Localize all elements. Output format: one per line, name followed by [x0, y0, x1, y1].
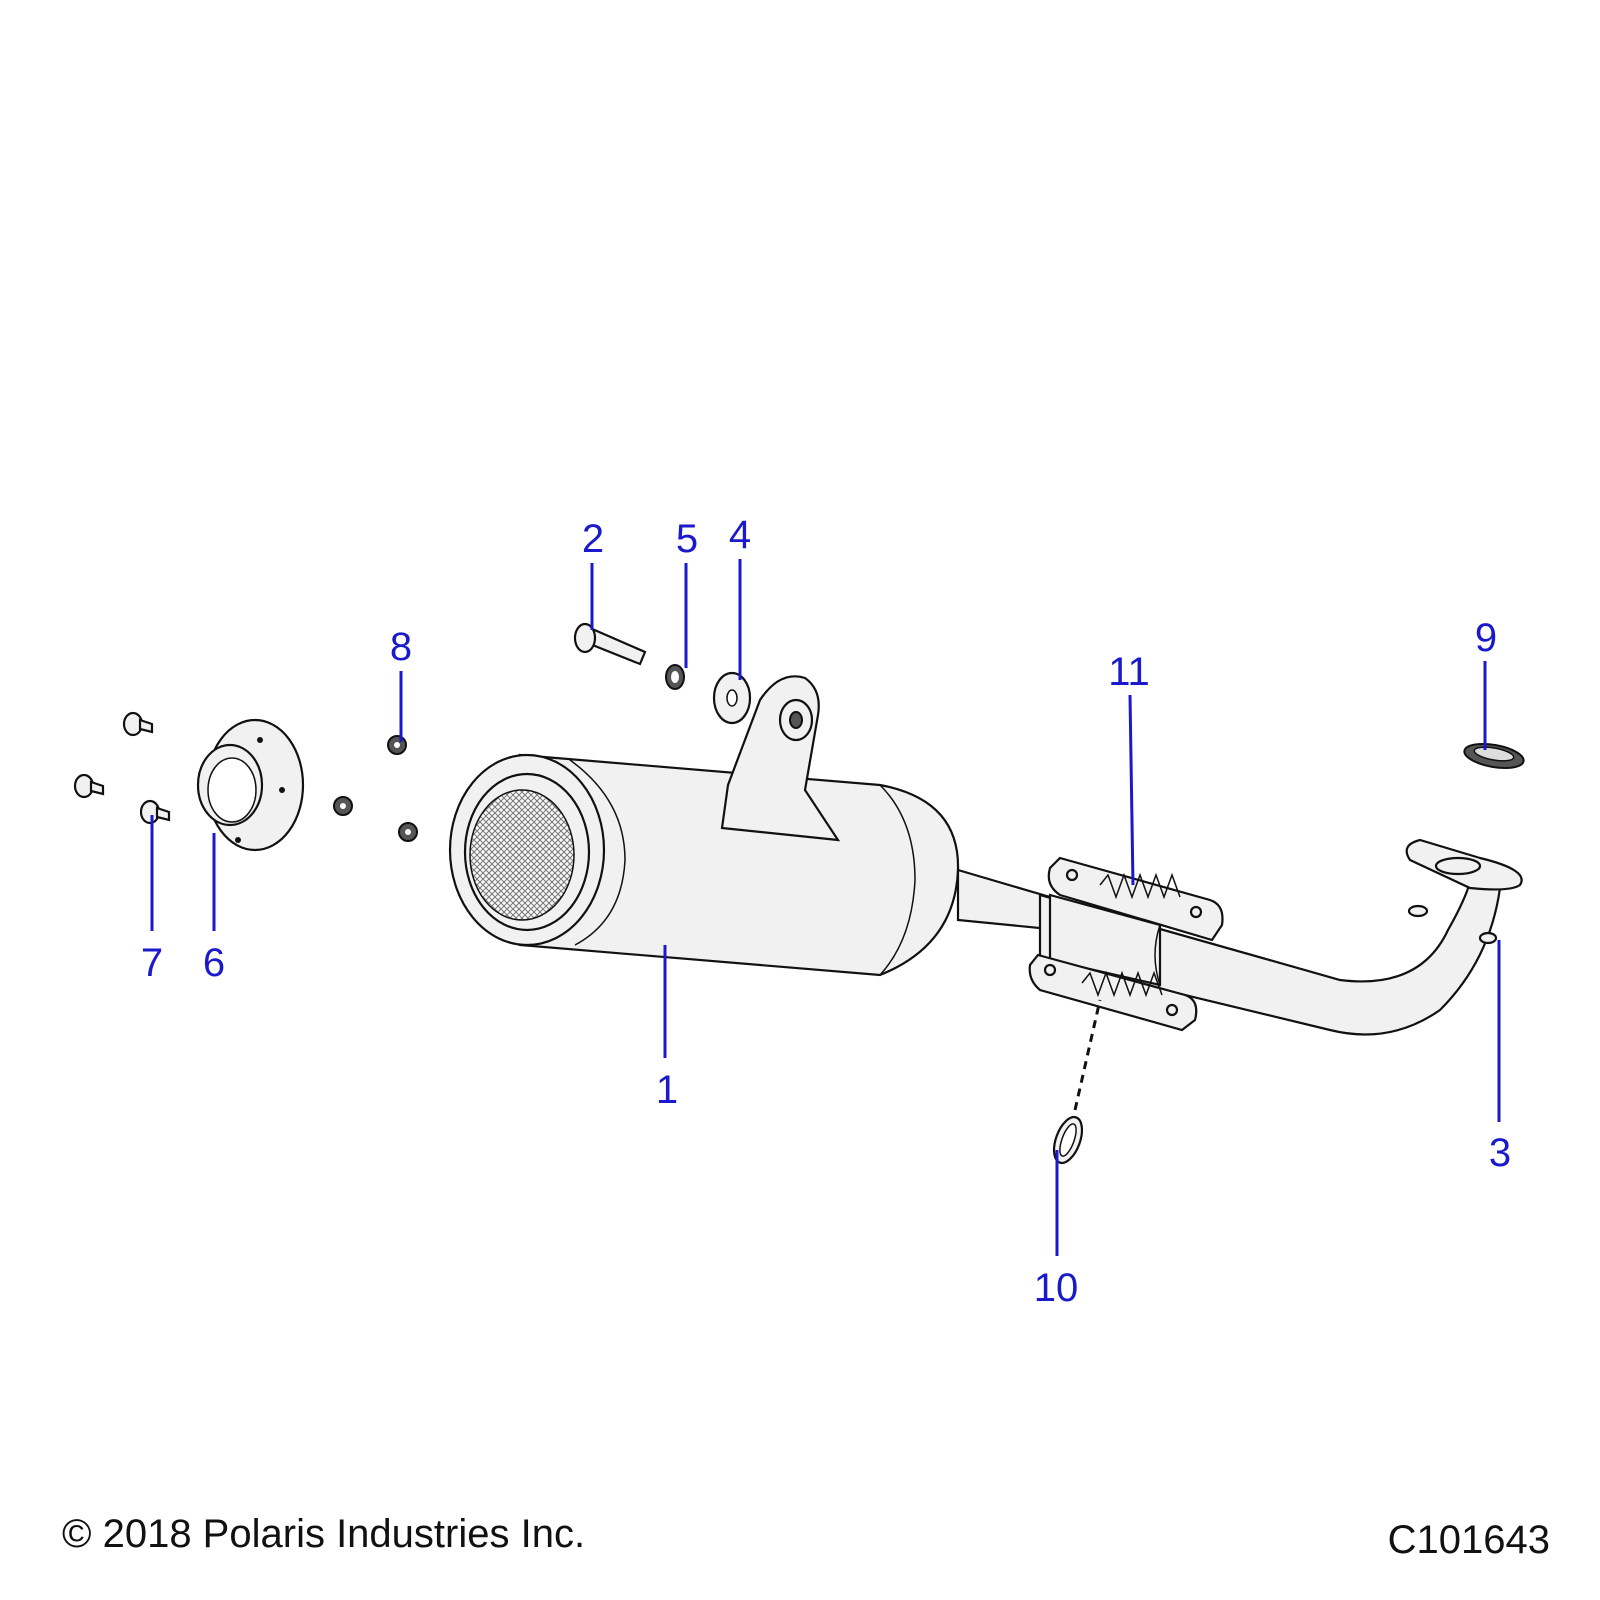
- callout-8-label: 8: [390, 625, 412, 669]
- callout-11-label: 11: [1108, 650, 1150, 694]
- callout-11: 11: [1108, 650, 1150, 886]
- copyright-notice: © 2018 Polaris Industries Inc.: [62, 1512, 586, 1556]
- callout-6: 6: [203, 833, 225, 985]
- head-pipe-part: [956, 838, 1523, 1036]
- bolt-part: [573, 622, 647, 666]
- callout-2-label: 2: [582, 517, 604, 561]
- callout-10: 10: [1034, 1150, 1079, 1310]
- callout-9: 9: [1475, 616, 1497, 750]
- drawing-id: C101643: [1387, 1518, 1550, 1562]
- callout-10-label: 10: [1034, 1266, 1079, 1310]
- callout-9-label: 9: [1475, 616, 1497, 660]
- callout-5-label: 5: [676, 517, 698, 561]
- flat-washer-part: [712, 671, 752, 725]
- callout-4: 4: [729, 513, 751, 680]
- callout-3: 3: [1489, 940, 1511, 1175]
- callout-3-label: 3: [1489, 1131, 1511, 1175]
- lock-nuts-part: [333, 735, 418, 842]
- callout-1-label: 1: [656, 1068, 678, 1112]
- lock-washer-part: [665, 664, 685, 690]
- callout-1: 1: [656, 945, 678, 1112]
- callout-7-label: 7: [141, 941, 163, 985]
- callout-6-label: 6: [203, 941, 225, 985]
- muffler-part: [448, 675, 960, 977]
- seal-ring-part: [1463, 742, 1525, 770]
- callout-7: 7: [141, 815, 163, 985]
- screws-part: [73, 711, 171, 825]
- spark-arrestor-tip-part: [196, 718, 305, 852]
- callout-8: 8: [390, 625, 412, 742]
- callout-2: 2: [582, 517, 604, 630]
- callout-5: 5: [676, 517, 698, 668]
- gasket-part: [1052, 999, 1102, 1165]
- exhaust-springs-part: [1081, 872, 1181, 998]
- callout-4-label: 4: [729, 513, 751, 557]
